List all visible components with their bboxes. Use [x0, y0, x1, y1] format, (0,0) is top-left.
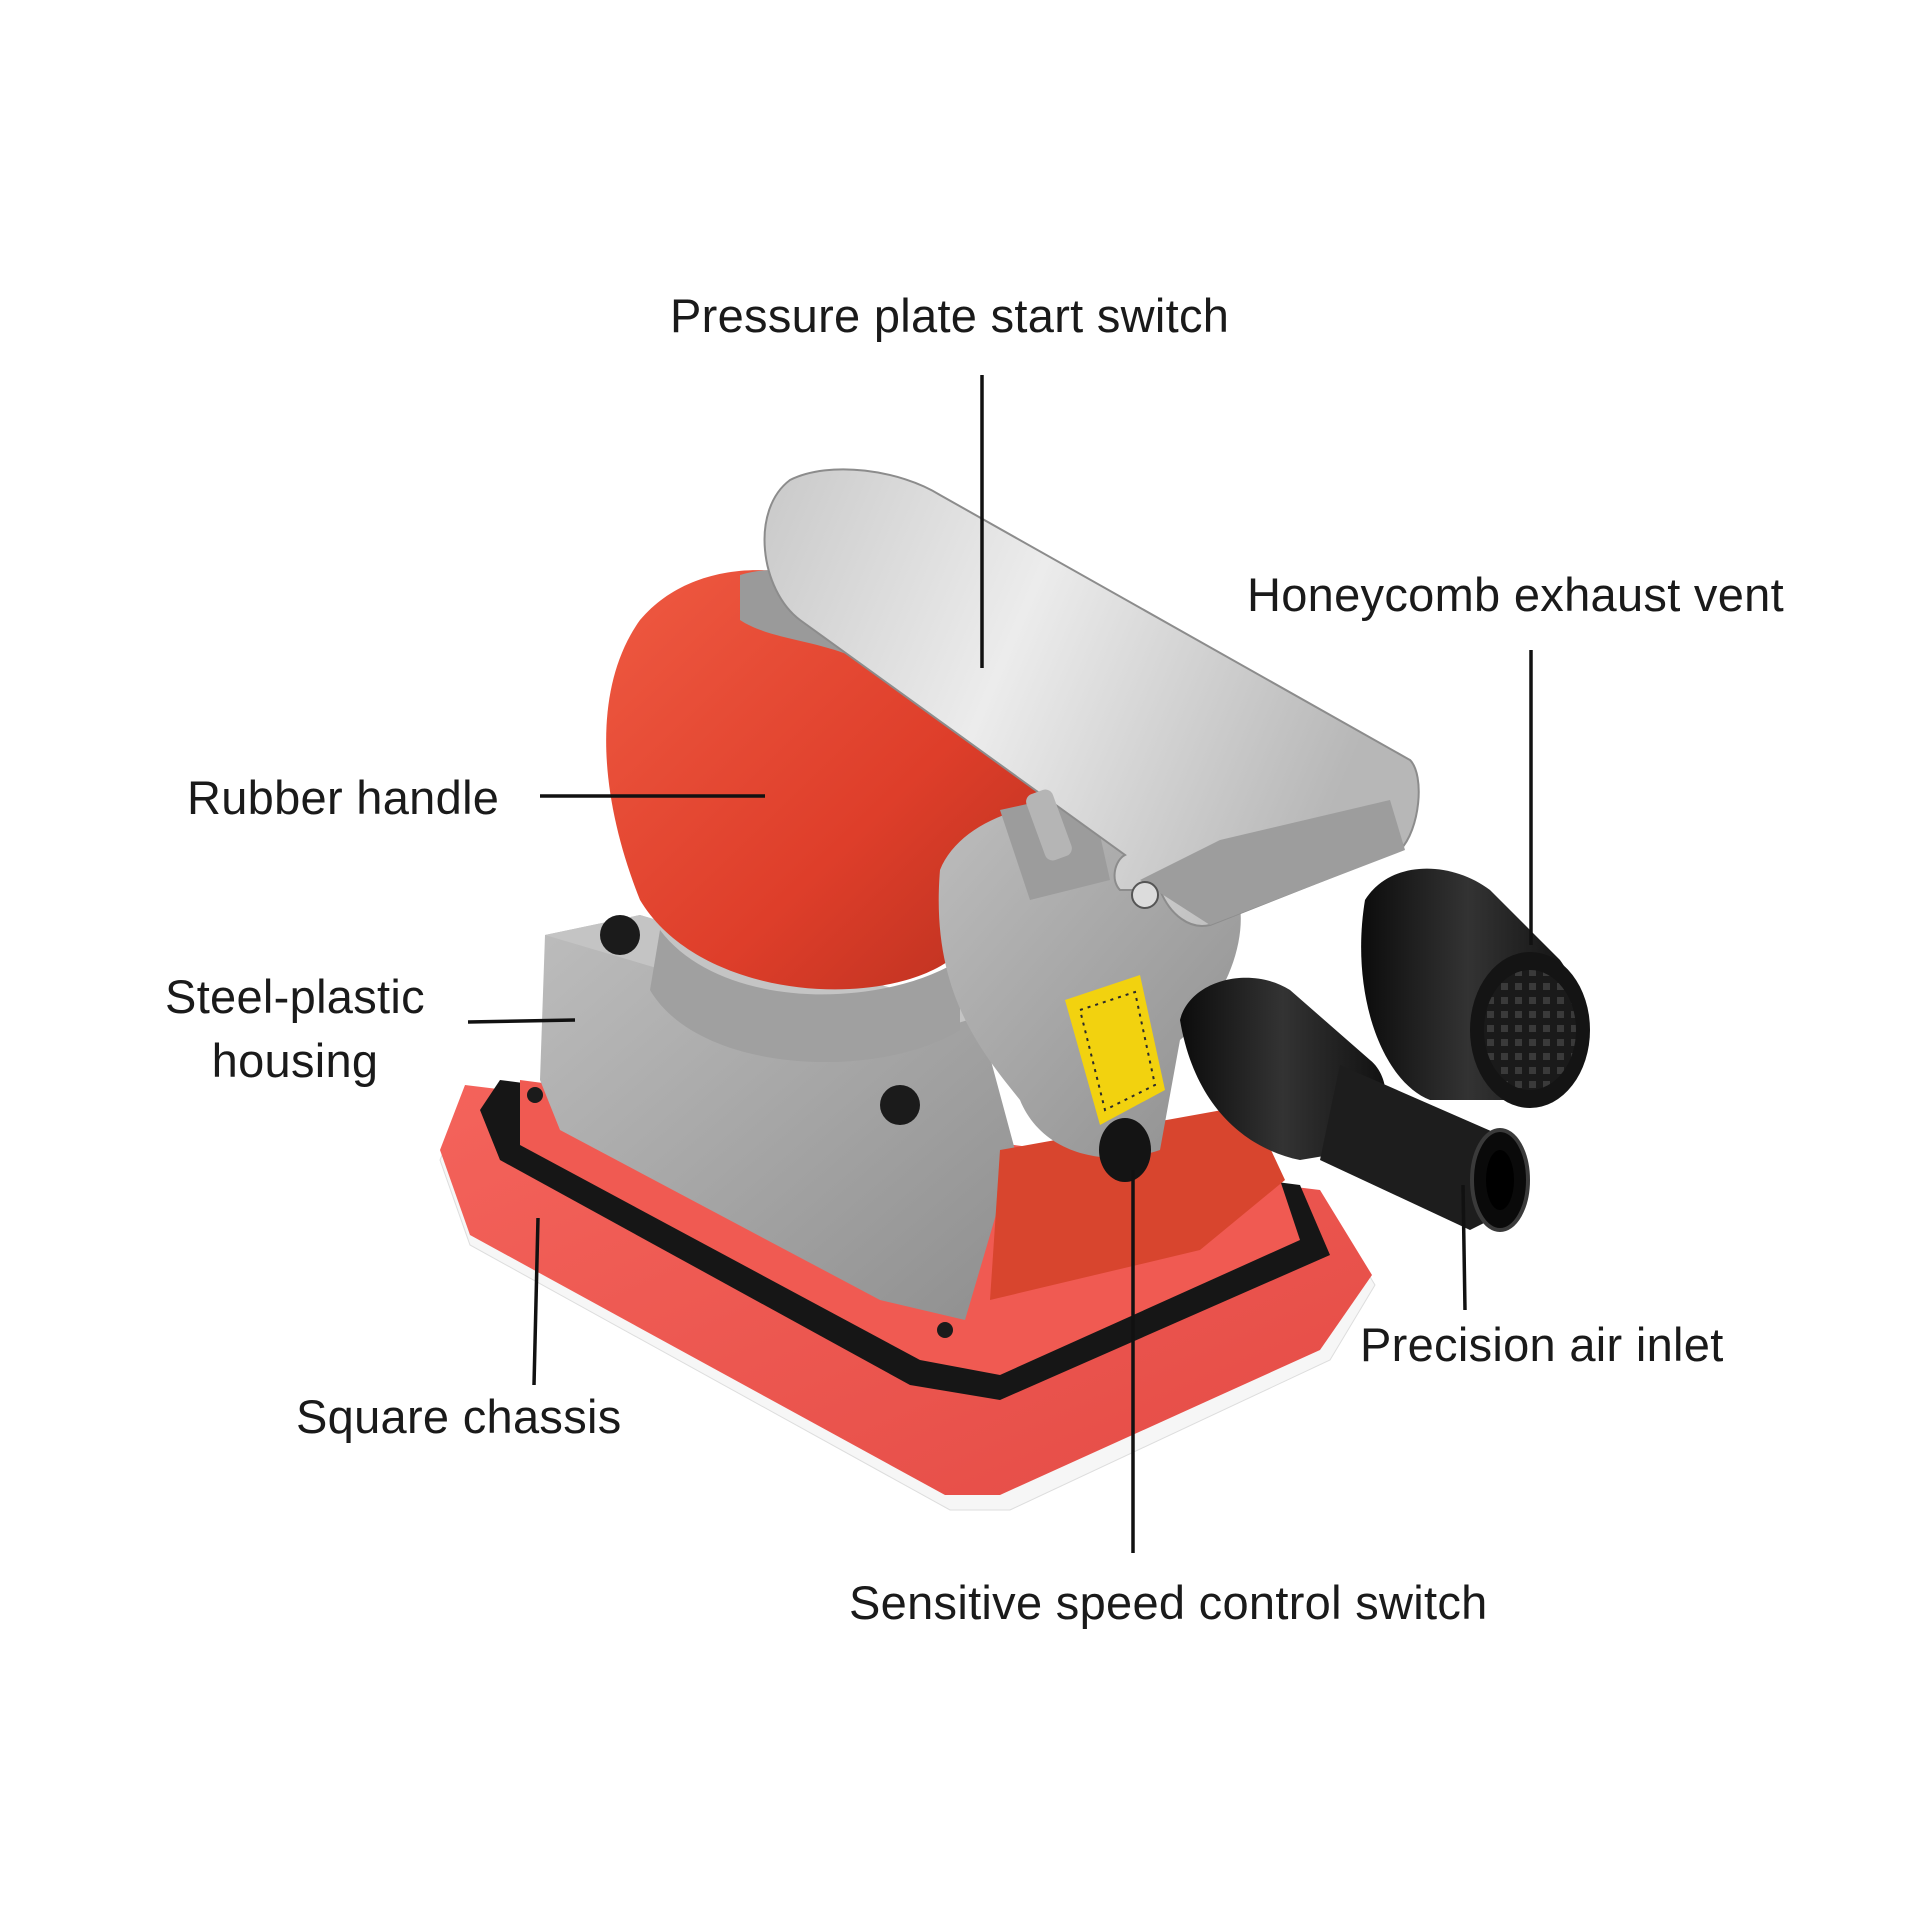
label-steel-plastic-line1: Steel-plastic — [165, 970, 425, 1023]
leader-square-chassis — [532, 1217, 540, 1386]
label-precision-air-inlet: Precision air inlet — [1360, 1318, 1724, 1371]
label-pressure-plate-start-switch: Pressure plate start switch — [670, 289, 1230, 342]
precision-air-inlet — [1180, 977, 1530, 1232]
label-honeycomb-exhaust-vent: Honeycomb exhaust vent — [1247, 568, 1784, 621]
caution-sticker-icon — [1065, 975, 1165, 1125]
honeycomb-exhaust-vent — [1361, 868, 1590, 1108]
pressure-plate — [763, 468, 1420, 927]
label-steel-plastic-housing: Steel-plastic housing — [150, 965, 440, 1093]
leader-steel-plastic — [467, 1018, 576, 1024]
label-steel-plastic-line2: housing — [211, 1034, 379, 1087]
speed-control-knob-icon — [1099, 1118, 1151, 1182]
label-rubber-handle: Rubber handle — [187, 771, 500, 824]
label-square-chassis: Square chassis — [296, 1390, 622, 1443]
leader-lines — [467, 375, 1533, 1553]
leader-precision-inlet — [1461, 1184, 1467, 1311]
honeycomb-grille-icon — [1484, 970, 1576, 1090]
label-sensitive-speed-control-switch: Sensitive speed control switch — [849, 1576, 1488, 1629]
